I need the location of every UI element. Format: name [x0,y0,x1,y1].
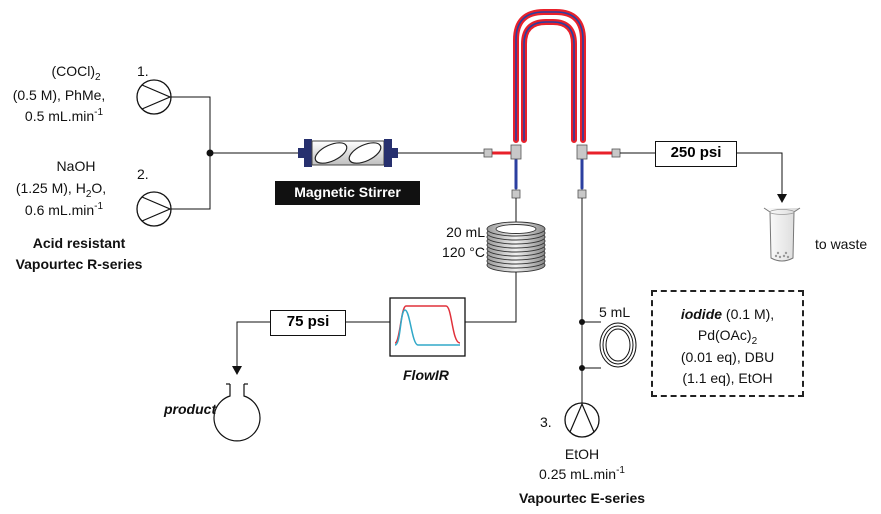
pump-1-flow-rate: 0.5 mL.min-1 [24,107,104,124]
loop-valve-bottom-icon [579,365,585,371]
waste-line [620,152,783,196]
waste-beaker-icon [763,207,801,262]
pump-3-number: 3. [540,414,552,430]
product-line [236,321,270,368]
loop-valve-top-icon [579,319,585,325]
magnetic-stirrer-icon [298,139,398,167]
loop-catalyst-line: Pd(OAc)2 [697,327,758,347]
loop-contents-box [651,290,804,397]
pump-1-reagent: (COCl)2 [51,63,101,83]
pump-2-reagent: NaOH [56,158,96,174]
pump-1-concentration: (0.5 M), PhMe, [12,87,106,103]
loop-volume: 5 mL [599,304,631,320]
product-label: product [164,401,217,417]
pump-system-2-label: Vapourtec E-series [518,490,646,506]
flowir-cell-icon [389,297,466,357]
coil-temperature: 120 °C [442,244,485,260]
mixing-tee-icon [206,149,214,157]
pump-2-flow-rate: 0.6 mL.min-1 [24,201,104,218]
coil-reactor-20ml-icon [486,221,546,273]
pump-2-icon [136,191,172,227]
waste-label: to waste [815,236,868,252]
pump-1-icon [136,79,172,115]
pump-system-1-line2: Vapourtec R-series [15,256,143,272]
product-flask-icon [213,383,261,442]
pump-1-number: 1. [137,63,149,79]
coil-outlet-line [465,272,517,323]
pump-3-icon [564,402,600,438]
pump-2-number: 2. [137,166,149,182]
pump-3-flow-rate: 0.25 mL.min-1 [539,465,625,482]
pump-3-reagent: EtOH [564,446,600,462]
sample-loop-5ml-icon [599,322,637,368]
bpr-75-psi: 75 psi [270,310,346,336]
pump-3-line [581,198,601,403]
pump-system-1-line1: Acid resistant [32,235,126,251]
loop-base-line: (1.1 eq), EtOH [682,370,773,386]
waste-arrow-icon [777,194,787,203]
loop-equivalents-line: (0.01 eq), DBU [680,349,775,365]
product-arrow-icon [232,366,242,375]
tube-reactor-icon [490,9,614,190]
pump-2-concentration: (1.25 M), H2O, [15,180,107,200]
coil-volume: 20 mL [446,224,485,240]
flowir-label: FlowIR [403,367,449,383]
magnetic-stirrer-label: Magnetic Stirrer [275,181,420,205]
loop-iodide-line: iodide (0.1 M), [680,306,775,322]
bpr-250-psi: 250 psi [655,141,737,167]
